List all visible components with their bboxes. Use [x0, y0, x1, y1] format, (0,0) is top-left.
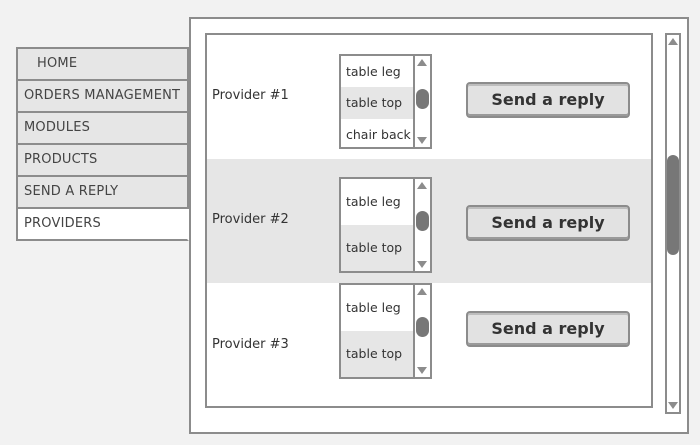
panel-scrollbar[interactable]	[665, 33, 681, 414]
scroll-thumb[interactable]	[416, 89, 429, 109]
scroll-thumb[interactable]	[667, 155, 679, 255]
parts-listbox[interactable]: table leg table top	[339, 177, 432, 273]
nav-item-providers[interactable]: PROVIDERS	[16, 209, 189, 241]
sidebar-nav: HOME ORDERS MANAGEMENT MODULES PRODUCTS …	[16, 47, 189, 241]
listbox-items: table leg table top	[341, 285, 413, 377]
parts-listbox[interactable]: table leg table top	[339, 283, 432, 379]
listbox-option-selected[interactable]: table top	[341, 87, 413, 119]
listbox-items: table leg table top chair back	[341, 56, 413, 147]
provider-name: Provider #3	[212, 337, 289, 352]
listbox-option[interactable]: table leg	[341, 179, 413, 225]
provider-row: Provider #2 table leg table top Send a r…	[207, 159, 651, 283]
listbox-option[interactable]: chair back	[346, 127, 411, 142]
scroll-down-icon[interactable]	[417, 367, 427, 374]
listbox-scrollbar[interactable]	[413, 56, 430, 147]
nav-item-home[interactable]: HOME	[16, 47, 189, 81]
scroll-down-icon[interactable]	[417, 137, 427, 144]
parts-listbox[interactable]: table leg table top chair back	[339, 54, 432, 149]
scroll-down-icon[interactable]	[668, 402, 678, 409]
send-reply-button[interactable]: Send a reply	[466, 82, 630, 118]
providers-panel: Provider #1 table leg table top chair ba…	[189, 17, 689, 434]
nav-item-modules[interactable]: MODULES	[16, 113, 189, 145]
listbox-scrollbar[interactable]	[413, 285, 430, 377]
provider-name: Provider #2	[212, 212, 289, 227]
scroll-up-icon[interactable]	[417, 59, 427, 66]
listbox-option-selected[interactable]: table top	[341, 225, 413, 271]
listbox-scrollbar[interactable]	[413, 179, 430, 271]
nav-item-orders-management[interactable]: ORDERS MANAGEMENT	[16, 81, 189, 113]
scroll-down-icon[interactable]	[417, 261, 427, 268]
listbox-option-selected[interactable]: table top	[341, 331, 413, 377]
providers-list: Provider #1 table leg table top chair ba…	[205, 33, 653, 408]
scroll-thumb[interactable]	[416, 317, 429, 337]
send-reply-button[interactable]: Send a reply	[466, 205, 630, 241]
scroll-thumb[interactable]	[416, 211, 429, 231]
listbox-option[interactable]: table leg	[346, 64, 401, 79]
scroll-up-icon[interactable]	[668, 38, 678, 45]
scroll-up-icon[interactable]	[417, 288, 427, 295]
nav-item-products[interactable]: PRODUCTS	[16, 145, 189, 177]
listbox-option[interactable]: table leg	[341, 285, 413, 331]
scroll-up-icon[interactable]	[417, 182, 427, 189]
provider-row: Provider #3 table leg table top Send a r…	[207, 283, 651, 406]
listbox-items: table leg table top	[341, 179, 413, 271]
send-reply-button[interactable]: Send a reply	[466, 311, 630, 347]
nav-item-send-a-reply[interactable]: SEND A REPLY	[16, 177, 189, 209]
provider-row: Provider #1 table leg table top chair ba…	[207, 35, 651, 159]
provider-name: Provider #1	[212, 88, 289, 103]
